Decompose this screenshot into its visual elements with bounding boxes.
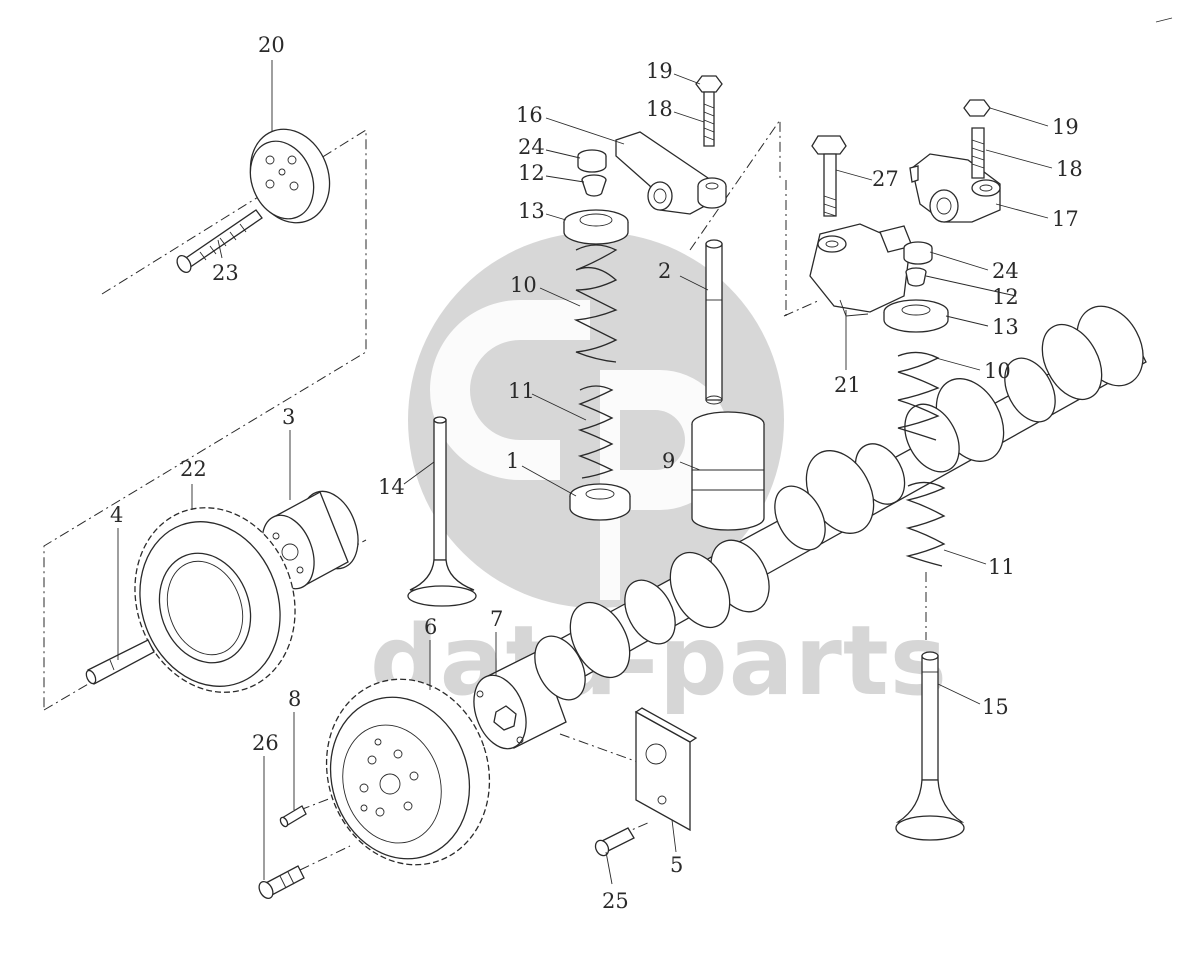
callout-labels: 20 23 19 18 16 24 12 13 10 2 11 1 9 14 3… bbox=[110, 33, 1083, 913]
part-18-19-right-screw-nut bbox=[963, 99, 991, 179]
callout-24-left: 24 bbox=[518, 135, 545, 159]
part-15-exhaust-valve bbox=[895, 651, 965, 841]
part-23-bolt bbox=[176, 209, 263, 274]
callout-26: 26 bbox=[252, 731, 279, 755]
part-17-rocker-arm bbox=[909, 153, 1001, 223]
callout-3: 3 bbox=[282, 405, 295, 429]
leader-lines bbox=[117, 60, 1053, 885]
left-valve-train-stack bbox=[563, 149, 631, 521]
part-14-intake-valve bbox=[407, 416, 477, 607]
corner-mark bbox=[1155, 17, 1173, 23]
callout-9: 9 bbox=[662, 449, 675, 473]
callout-17: 17 bbox=[1052, 207, 1079, 231]
callout-18-right: 18 bbox=[1056, 157, 1083, 181]
part-20-cover-disc bbox=[249, 128, 331, 224]
callout-19-left: 19 bbox=[646, 59, 673, 83]
part-21-rocker-bracket bbox=[809, 223, 913, 317]
callout-13-left: 13 bbox=[518, 199, 545, 223]
part-5-thrust-plate bbox=[634, 707, 698, 832]
callout-2: 2 bbox=[658, 259, 671, 283]
callout-8: 8 bbox=[288, 687, 301, 711]
part-27-bracket-bolt bbox=[811, 135, 847, 217]
callout-21: 21 bbox=[834, 373, 861, 397]
callout-11-right: 11 bbox=[988, 555, 1015, 579]
callout-24-right: 24 bbox=[992, 259, 1019, 283]
part-18-19-left-screw-nut bbox=[695, 75, 723, 147]
part-25-plate-bolt bbox=[594, 827, 635, 857]
part-26-gear-bolt bbox=[258, 865, 305, 900]
callout-25: 25 bbox=[602, 889, 629, 913]
part-22-idler-gear bbox=[134, 507, 296, 693]
callout-7: 7 bbox=[490, 607, 503, 631]
camshaft bbox=[534, 305, 1147, 701]
part-2-pushrod bbox=[705, 239, 723, 405]
part-16-rocker-arm bbox=[615, 131, 727, 215]
callout-13-right: 13 bbox=[992, 315, 1019, 339]
part-8-dowel-pin bbox=[279, 805, 307, 828]
callout-10-right: 10 bbox=[984, 359, 1011, 383]
callout-22: 22 bbox=[180, 457, 207, 481]
callout-10-left: 10 bbox=[510, 273, 537, 297]
callout-11-left: 11 bbox=[508, 379, 535, 403]
part-4-idler-shaft bbox=[85, 639, 155, 685]
callout-1: 1 bbox=[506, 449, 519, 473]
callout-20-top: 20 bbox=[258, 33, 285, 57]
callout-15: 15 bbox=[982, 695, 1009, 719]
callout-12-right: 12 bbox=[992, 285, 1019, 309]
callout-5: 5 bbox=[670, 853, 683, 877]
callout-16: 16 bbox=[516, 103, 543, 127]
part-9-tappet bbox=[691, 411, 765, 531]
right-valve-train-stack bbox=[883, 241, 949, 567]
callout-4: 4 bbox=[110, 503, 123, 527]
part-6-camshaft-gear bbox=[325, 678, 491, 866]
callout-14: 14 bbox=[378, 475, 405, 499]
callout-23: 23 bbox=[212, 261, 239, 285]
callout-19-right: 19 bbox=[1052, 115, 1079, 139]
callout-6: 6 bbox=[424, 615, 437, 639]
callout-12-left: 12 bbox=[518, 161, 545, 185]
callout-27: 27 bbox=[872, 167, 899, 191]
callout-18-left: 18 bbox=[646, 97, 673, 121]
